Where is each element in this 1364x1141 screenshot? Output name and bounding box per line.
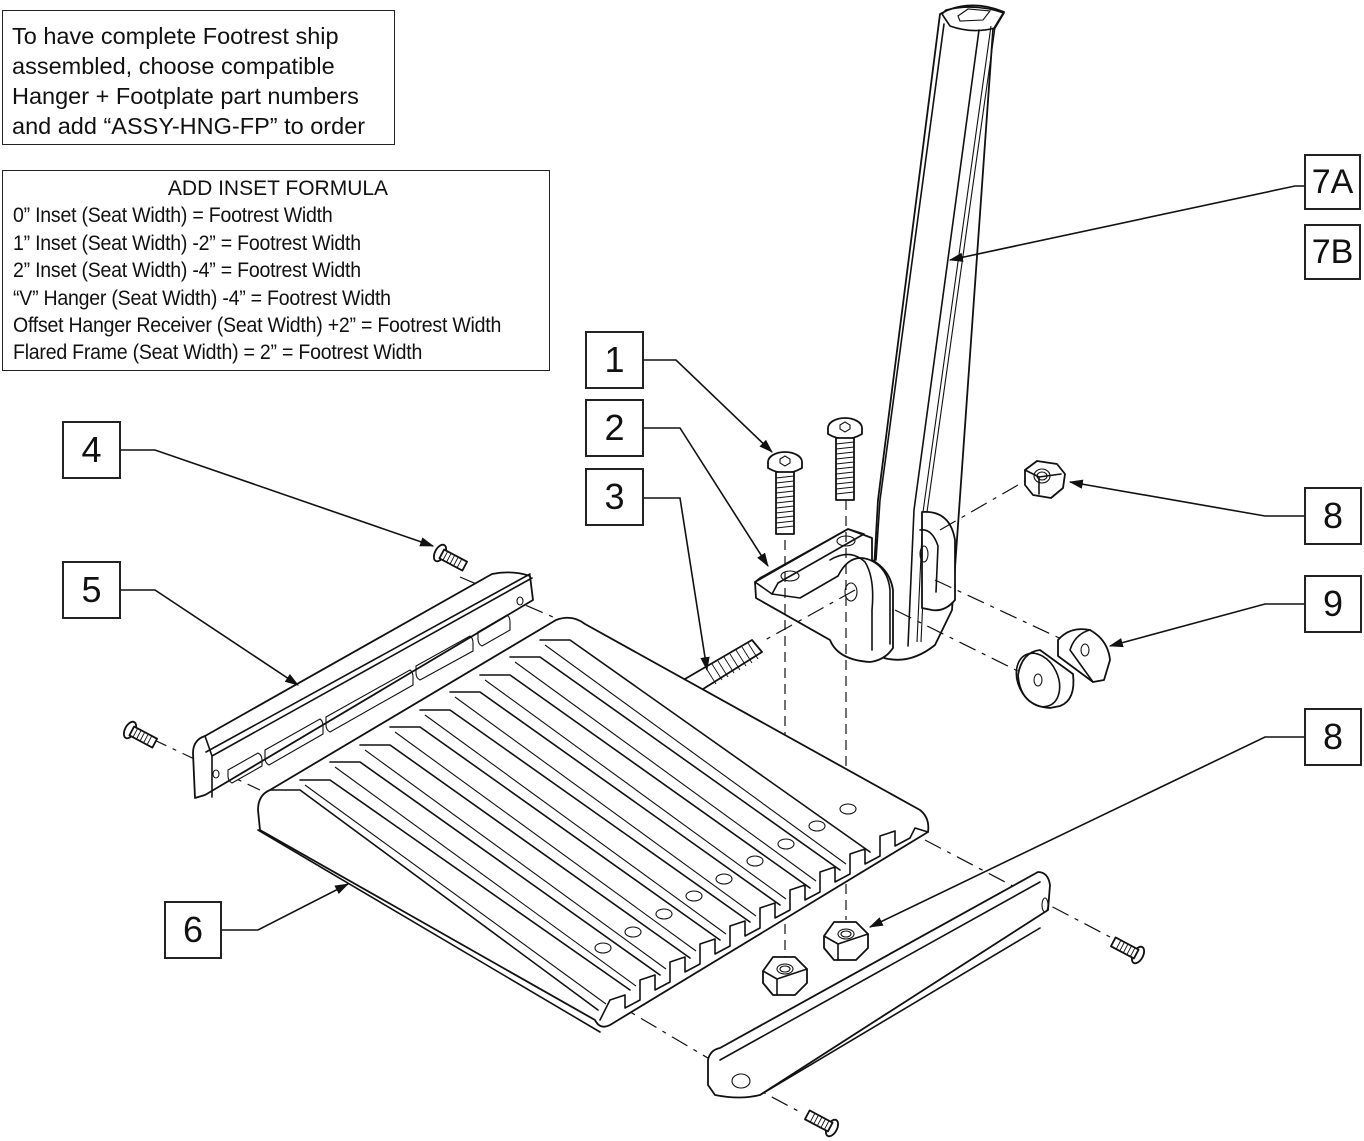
assembly-note-line: assembled, choose compatible bbox=[12, 53, 335, 79]
inset-formula-box: ADD INSET FORMULA 0” Inset (Seat Width) … bbox=[2, 170, 550, 371]
leader-lines bbox=[120, 185, 1305, 931]
callout-3[interactable]: 3 bbox=[585, 468, 644, 526]
footplate[interactable] bbox=[257, 616, 930, 1033]
callout-5[interactable]: 5 bbox=[62, 561, 121, 619]
assembly-note-line: Hanger + Footplate part numbers bbox=[12, 83, 359, 109]
side-rail[interactable] bbox=[0, 0, 534, 799]
inset-formula-row: 1” Inset (Seat Width) -2” = Footrest Wid… bbox=[13, 231, 361, 255]
inset-formula-title: ADD INSET FORMULA bbox=[167, 177, 389, 200]
inset-formula-row: 0” Inset (Seat Width) = Footrest Width bbox=[13, 204, 333, 228]
callout-8-upper[interactable]: 8 bbox=[1304, 487, 1362, 545]
lock-nut-lower[interactable] bbox=[762, 921, 869, 996]
assembly-note-line: To have complete Footrest ship bbox=[12, 23, 339, 49]
inset-formula-row: Flared Frame (Seat Width) = 2” = Footres… bbox=[13, 341, 423, 365]
callout-8-lower[interactable]: 8 bbox=[1304, 708, 1362, 766]
inset-formula-row: 2” Inset (Seat Width) -4” = Footrest Wid… bbox=[13, 259, 361, 283]
callout-7b[interactable]: 7B bbox=[1304, 224, 1361, 280]
hanger-tube[interactable] bbox=[869, 4, 1005, 661]
inset-formula-row: Offset Hanger Receiver (Seat Width) +2” … bbox=[13, 314, 502, 338]
footplate-bracket[interactable] bbox=[754, 528, 894, 663]
side-screw[interactable] bbox=[121, 543, 1146, 1139]
callout-6[interactable]: 6 bbox=[164, 901, 222, 959]
front-rail[interactable] bbox=[707, 871, 1051, 1099]
callout-1[interactable]: 1 bbox=[585, 331, 644, 389]
assembly-note-line: and add “ASSY-HNG-FP” to order bbox=[12, 113, 366, 139]
cam-spacer[interactable] bbox=[1008, 628, 1111, 714]
inset-formula-row: “V” Hanger (Seat Width) -4” = Footrest W… bbox=[13, 286, 391, 310]
callout-7a[interactable]: 7A bbox=[1304, 154, 1361, 210]
callout-9[interactable]: 9 bbox=[1304, 575, 1362, 633]
lock-nut-upper[interactable] bbox=[1024, 460, 1066, 499]
button-head-screw[interactable] bbox=[767, 417, 863, 535]
callout-4[interactable]: 4 bbox=[62, 421, 121, 479]
assembly-note: To have complete Footrest ship assembled… bbox=[2, 10, 395, 145]
callout-2[interactable]: 2 bbox=[585, 399, 644, 457]
